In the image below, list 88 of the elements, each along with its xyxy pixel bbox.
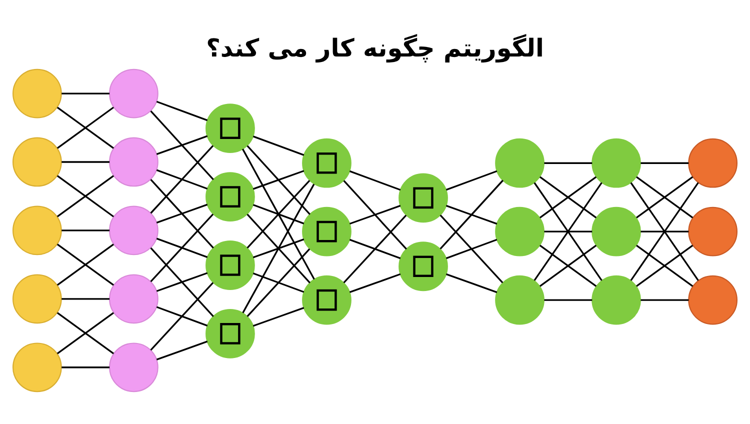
connector (150, 178, 214, 248)
connector (56, 174, 114, 217)
node-circle (592, 138, 641, 188)
connector (640, 230, 689, 232)
node-circle (688, 138, 738, 188)
connector (252, 306, 304, 326)
connector (150, 282, 214, 350)
connector (534, 182, 602, 280)
connector (156, 134, 208, 154)
connector (539, 244, 597, 286)
node-circle (109, 274, 158, 324)
node-circle (206, 103, 255, 153)
node-circle (12, 205, 62, 255)
connector (242, 183, 315, 313)
connector (343, 214, 407, 283)
connector (62, 366, 110, 368)
diagram-title: الگوریتم چگونه کار می کند؟ (206, 33, 544, 62)
connector (156, 306, 208, 326)
connector (252, 170, 304, 190)
connector (246, 144, 310, 214)
connector (446, 170, 498, 190)
connector (246, 213, 310, 283)
node-circle (12, 342, 62, 392)
connector (252, 238, 304, 258)
node-circle (398, 241, 448, 291)
connector (62, 92, 110, 94)
connector (440, 214, 504, 283)
connector (446, 204, 498, 224)
connector (349, 204, 401, 224)
connector (252, 204, 304, 224)
node-circle (302, 206, 352, 256)
node-circle (302, 138, 352, 188)
connector (150, 110, 214, 180)
connector (56, 106, 114, 148)
node-circle (495, 206, 544, 256)
node-circle (12, 136, 62, 186)
connector (640, 162, 689, 164)
connector (246, 248, 310, 316)
connector (242, 148, 315, 280)
node-circle (206, 240, 255, 290)
connector (636, 244, 694, 286)
connector (62, 298, 110, 300)
node-circle (109, 136, 158, 186)
connector (56, 312, 114, 354)
connector (156, 203, 208, 223)
connector (56, 243, 114, 286)
node-circle (302, 274, 352, 324)
node-circle (592, 206, 641, 256)
node-circle (109, 68, 158, 118)
node-circle (206, 172, 255, 221)
connector (343, 180, 407, 250)
connector (349, 238, 401, 259)
node-circle (592, 274, 641, 324)
node-circle (12, 274, 62, 324)
connector (544, 230, 592, 232)
node-circle (206, 308, 255, 358)
node-circle (688, 274, 738, 324)
connector (246, 179, 310, 248)
connector (636, 176, 694, 218)
node-circle (398, 172, 448, 222)
connector (640, 298, 689, 300)
node-circle (688, 206, 738, 256)
connector (156, 340, 208, 360)
connector (349, 170, 401, 190)
connector (62, 229, 110, 231)
connector (446, 272, 498, 293)
node-circle (12, 68, 62, 118)
connector (446, 238, 498, 259)
node-circle (495, 138, 544, 188)
connector (349, 272, 401, 293)
connector (156, 168, 208, 190)
connector (440, 179, 504, 249)
node-circle (109, 205, 158, 255)
connector (156, 237, 208, 258)
connector (62, 160, 110, 162)
connector (252, 135, 304, 156)
connector (156, 100, 208, 121)
connector (150, 246, 214, 317)
connector (544, 162, 592, 164)
connector (150, 213, 214, 282)
node-circle (109, 342, 158, 392)
connector (156, 272, 208, 292)
connector (544, 298, 592, 300)
connector (630, 182, 699, 280)
node-circle (495, 274, 544, 324)
connector (150, 144, 214, 214)
connector (252, 272, 304, 292)
connector (539, 176, 597, 218)
